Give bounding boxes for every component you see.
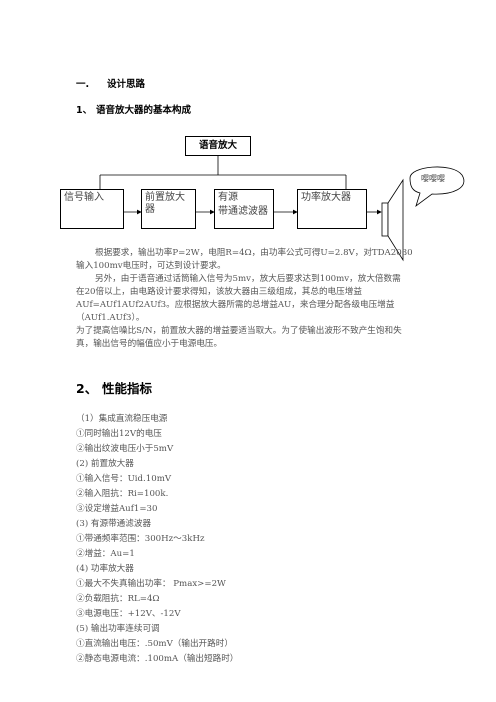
section-title: 设计思路 (107, 79, 146, 90)
diagram-box-signal-input: 信号输入 (60, 189, 124, 229)
paragraph-line: AUf=AUf1AUf2AUf3。应根据放大器所需的总增益AU，来合理分配各级电… (76, 300, 395, 310)
spec-line: （1）集成直流稳压电源 (76, 414, 168, 424)
speech-bubble-icon (409, 166, 465, 208)
speaker-icon (381, 202, 389, 237)
spec-line: ③电源电压：+12V、-12V (76, 609, 181, 619)
diagram-box-label: 前置放大器 (145, 192, 185, 215)
subsection-title: 语音放大器的基本构成 (96, 105, 192, 116)
paragraph-line: （AUf1.AUf3）。 (76, 313, 145, 323)
spec-line: (3) 有源带通滤波器 (76, 519, 152, 529)
diagram-box-bandpass-filter: 有源 带通滤波器 (214, 189, 274, 229)
paragraph-line: 根据要求，输出功率P=2W，电阻R=4Ω，由功率公式可得U=2.8V，对TDA2… (95, 248, 413, 258)
spec-line: ②静态电源电流：.100mA（输出短路时） (76, 654, 239, 664)
spec-line: ②负载阻抗：RL=4Ω (76, 594, 160, 604)
diagram-box-power-amp: 功率放大器 (297, 189, 367, 229)
diagram-box-label: 功率放大器 (301, 192, 351, 203)
spec-line: (5) 输出功率连续可调 (76, 624, 160, 634)
subsection-number: 2、 (76, 381, 98, 396)
paragraph-line: 另外，由于语音通过话筒输入信号为5mv，放大后要求达到100mv，放大倍数需 (95, 274, 401, 284)
diagram-box-label-line1: 有源 (218, 192, 238, 203)
spec-line: ①直流输出电压：.50mV（输出开路时） (76, 639, 233, 649)
spec-line: ②输出纹波电压小于5mV (76, 444, 174, 454)
spec-line: ②输入阻抗：Ri=100k. (76, 489, 169, 499)
spec-line: (4) 功率放大器 (76, 564, 134, 574)
spec-line: ①同时输出12V的电压 (76, 429, 162, 439)
subsection-number: 1、 (76, 105, 93, 116)
speech-bubble-text: 嘤嘤嘤 (421, 174, 445, 183)
paragraph-line: 在20倍以上，由电路设计要求得知，该放大器由三级组成，其总的电压增益 (76, 287, 362, 297)
diagram-box-voice-amplifier: 语音放大 (185, 136, 251, 156)
paragraph-line: 为了提高信噪比S/N，前置放大器的增益要适当取大。为了使输出波形不致产生饱和失 (76, 326, 402, 336)
spec-line: (2) 前置放大器 (76, 459, 134, 469)
spec-line: ①最大不失真输出功率： Pmax>=2W (76, 579, 226, 589)
diagram-box-label: 信号输入 (64, 192, 104, 203)
paragraph-line: 真，输出信号的幅值应小于电源电压。 (76, 339, 223, 349)
diagram-box-label-line2: 带通滤波器 (218, 206, 268, 217)
diagram-box-label: 语音放大 (198, 140, 237, 151)
section-number: 一. (76, 79, 90, 90)
diagram-box-preamp: 前置放大器 (141, 189, 196, 229)
spec-line: ①输入信号：Uid.10mV (76, 474, 172, 484)
spec-line: ③设定增益Auf1=30 (76, 504, 158, 514)
subsection-title: 性能指标 (102, 381, 153, 396)
spec-line: ①带通频率范围：300Hz～3kHz (76, 534, 205, 544)
paragraph-line: 输入100mv电压时，可达到设计要求。 (76, 261, 226, 271)
speaker-cone-icon (387, 178, 404, 262)
spec-line: ②增益：Au=1 (76, 549, 135, 559)
